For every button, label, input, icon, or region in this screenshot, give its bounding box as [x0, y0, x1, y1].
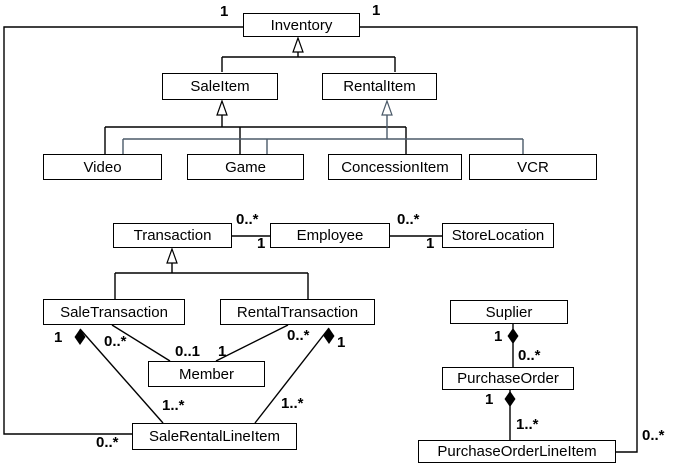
generalization-arrow-saleitem	[216, 99, 228, 116]
composition-diamond-purchaseorder	[504, 391, 516, 407]
multiplicity-employee-end-right: 0..*	[397, 211, 420, 228]
multiplicity-purchaseorder-part: 0..*	[518, 347, 541, 364]
generalization-arrow-rentalitem	[381, 99, 393, 116]
multiplicity-employee-end-left: 1	[257, 235, 266, 252]
generalization-inventory-children	[221, 36, 396, 72]
association-rentaltransaction-member	[215, 324, 289, 362]
multiplicity-rentaltransaction-whole: 1	[337, 334, 346, 351]
multiplicity-poline-part: 1..*	[516, 416, 539, 433]
multiplicity-storelocation-end: 1	[426, 235, 435, 252]
composition-saletransaction-salerentallineitem	[74, 328, 164, 424]
multiplicity-saletransaction-member: 0..*	[104, 333, 127, 350]
class-box-inventory: Inventory	[243, 13, 360, 37]
multiplicity-saletransaction-whole: 1	[54, 329, 63, 346]
class-box-vcr: VCR	[469, 154, 597, 180]
multiplicity-lineitem-inventory: 0..*	[96, 434, 119, 451]
generalization-arrow-transaction	[166, 247, 178, 264]
composition-rentaltransaction-salerentallineitem	[254, 327, 335, 424]
class-box-member: Member	[148, 361, 265, 387]
class-box-purchaseorderlineitem: PurchaseOrderLineItem	[418, 440, 616, 463]
multiplicity-rentaltransaction-member: 0..*	[287, 327, 310, 344]
class-box-rentalitem: RentalItem	[322, 73, 437, 100]
composition-diamond-rentaltransaction	[323, 328, 335, 344]
multiplicity-transaction-end: 0..*	[236, 211, 259, 228]
class-box-salerentallineitem: SaleRentalLineItem	[132, 423, 297, 450]
association-saletransaction-member	[111, 324, 171, 362]
multiplicity-member-end-right: 1	[218, 343, 227, 360]
class-box-transaction: Transaction	[113, 223, 232, 248]
generalization-arrow-inventory	[292, 36, 304, 53]
class-box-saleitem: SaleItem	[162, 73, 278, 100]
composition-purchaseorder-purchaseorderlineitem	[504, 390, 516, 440]
class-box-rentaltransaction: RentalTransaction	[220, 299, 375, 325]
generalization-rentalitem-children	[122, 99, 524, 154]
multiplicity-suplier-whole: 1	[494, 328, 503, 345]
association-inventory-purchaseorderlineitem	[360, 26, 638, 453]
class-box-storelocation: StoreLocation	[442, 223, 554, 248]
generalization-saleitem-children	[104, 99, 407, 154]
generalization-transaction-children	[114, 247, 309, 299]
class-box-video: Video	[43, 154, 162, 180]
composition-suplier-purchaseorder	[507, 324, 519, 367]
class-box-suplier: Suplier	[450, 300, 568, 324]
multiplicity-lineitem-right: 1..*	[281, 395, 304, 412]
multiplicity-purchaseorder-whole: 1	[485, 391, 494, 408]
composition-diamond-suplier	[507, 328, 519, 344]
class-box-employee: Employee	[270, 223, 390, 248]
multiplicity-inventory-left: 1	[220, 3, 229, 20]
class-box-saletransaction: SaleTransaction	[43, 299, 185, 325]
association-inventory-salerentallineitem	[3, 26, 243, 435]
multiplicity-member-end-left: 0..1	[175, 343, 201, 360]
class-box-concessionitem: ConcessionItem	[328, 154, 462, 180]
composition-diamond-saletransaction	[74, 329, 86, 345]
class-box-purchaseorder: PurchaseOrder	[442, 367, 574, 390]
multiplicity-poline-inventory: 0..*	[642, 427, 665, 444]
multiplicity-inventory-right: 1	[372, 2, 381, 19]
class-box-game: Game	[187, 154, 304, 180]
multiplicity-lineitem-left: 1..*	[162, 397, 185, 414]
